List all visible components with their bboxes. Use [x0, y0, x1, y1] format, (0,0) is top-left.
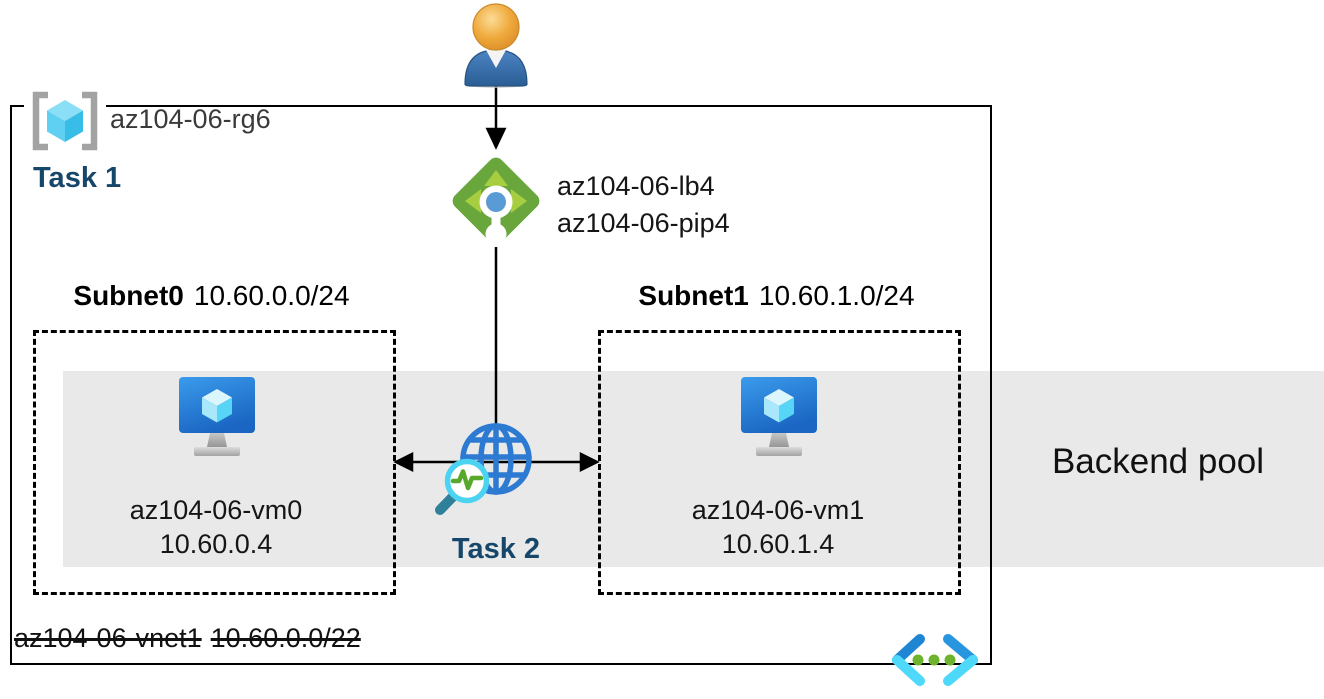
subnet0-label: Subnet0 10.60.0.0/24: [30, 280, 393, 312]
subnet1-name: Subnet1: [638, 280, 749, 311]
backend-pool-label: Backend pool: [1051, 442, 1265, 481]
vnet-label: az104-06-vnet1 10.60.0.0/22: [14, 623, 361, 654]
public-ip-name: az104-06-pip4: [557, 208, 730, 238]
vm1-name: az104-06-vm1: [691, 495, 865, 525]
subnet0-name: Subnet0: [73, 280, 184, 311]
resource-group-box: [10, 105, 992, 665]
user-icon: [464, 3, 528, 88]
load-balancer-icon: [452, 157, 540, 245]
load-balancer-labels: az104-06-lb4 az104-06-pip4: [557, 168, 730, 242]
vm0-labels: az104-06-vm0 10.60.0.4: [96, 493, 336, 561]
virtual-machine-icon: [179, 377, 255, 456]
task1-label: Task 1: [33, 162, 122, 194]
vm0-name: az104-06-vm0: [129, 495, 303, 525]
task2-label: Task 2: [451, 533, 541, 565]
backend-pool-band: [63, 371, 1324, 567]
vm0-ip: 10.60.0.4: [159, 529, 273, 559]
virtual-network-icon: [892, 634, 978, 686]
load-balancer-name: az104-06-lb4: [557, 171, 715, 201]
subnet0-box: [33, 330, 396, 595]
network-watcher-icon: [435, 423, 532, 515]
virtual-machine-icon: [741, 377, 817, 456]
subnet1-label: Subnet1 10.60.1.0/24: [595, 280, 958, 312]
subnet1-cidr: 10.60.1.0/24: [758, 280, 915, 311]
subnet1-box: [598, 330, 961, 595]
vm1-ip: 10.60.1.4: [721, 529, 835, 559]
resource-group-icon: [24, 88, 106, 154]
vnet-name: az104-06-vnet1: [14, 623, 202, 653]
vm1-labels: az104-06-vm1 10.60.1.4: [658, 493, 898, 561]
resource-group-name: az104-06-rg6: [110, 104, 271, 134]
vnet-cidr: 10.60.0.0/22: [210, 623, 361, 653]
subnet0-cidr: 10.60.0.0/24: [193, 280, 350, 311]
